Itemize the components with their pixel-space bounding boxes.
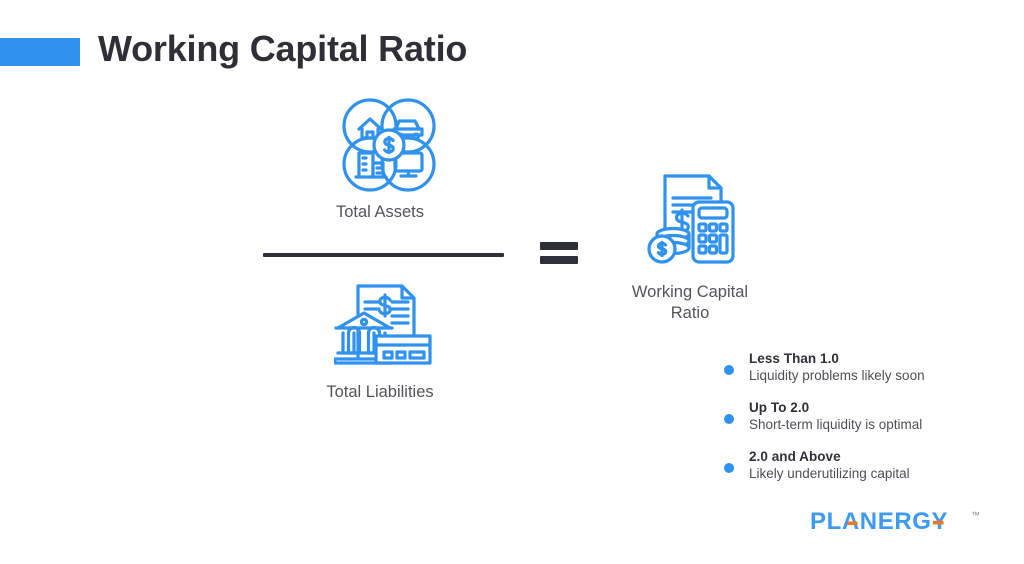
page-title: Working Capital Ratio [98, 28, 468, 69]
title-accent-bar [0, 38, 80, 66]
legend-item-description: Liquidity problems likely soon [749, 368, 925, 383]
assets-circles-icon [339, 95, 439, 195]
bullet-dot-icon [724, 365, 734, 375]
denominator-label: Total Liabilities [326, 383, 434, 401]
list-item: 2.0 and Above Likely underutilizing capi… [722, 448, 992, 483]
bullet-dot-icon [724, 414, 734, 424]
legend-item-title: 2.0 and Above [749, 449, 841, 464]
legend-item-title: Less Than 1.0 [749, 351, 839, 366]
list-item: Up To 2.0 Short-term liquidity is optima… [722, 399, 992, 434]
fraction-bar [263, 253, 504, 257]
ratio-legend-list: Less Than 1.0 Liquidity problems likely … [722, 350, 992, 497]
equals-sign [540, 242, 578, 264]
result-label: Working Capital Ratio [595, 282, 785, 324]
calculator-document-coins-icon [643, 172, 738, 267]
bullet-dot-icon [724, 463, 734, 473]
logo-wordmark: PLANERGY [810, 508, 948, 535]
liabilities-bank-document-icon [333, 283, 434, 365]
logo-trademark: ™ [971, 510, 980, 520]
legend-item-title: Up To 2.0 [749, 400, 810, 415]
list-item: Less Than 1.0 Liquidity problems likely … [722, 350, 992, 385]
numerator-label: Total Assets [335, 203, 425, 221]
logo-accent-g [933, 520, 944, 525]
logo-accent-a [847, 521, 858, 526]
legend-item-description: Likely underutilizing capital [749, 466, 910, 481]
legend-item-description: Short-term liquidity is optimal [749, 417, 923, 432]
ratio-formula: Total Assets [255, 95, 585, 425]
result-label-line1: Working Capital [631, 283, 749, 301]
planergy-logo: PLANERGY ™ [810, 508, 985, 536]
result-label-line2: Ratio [670, 304, 710, 322]
